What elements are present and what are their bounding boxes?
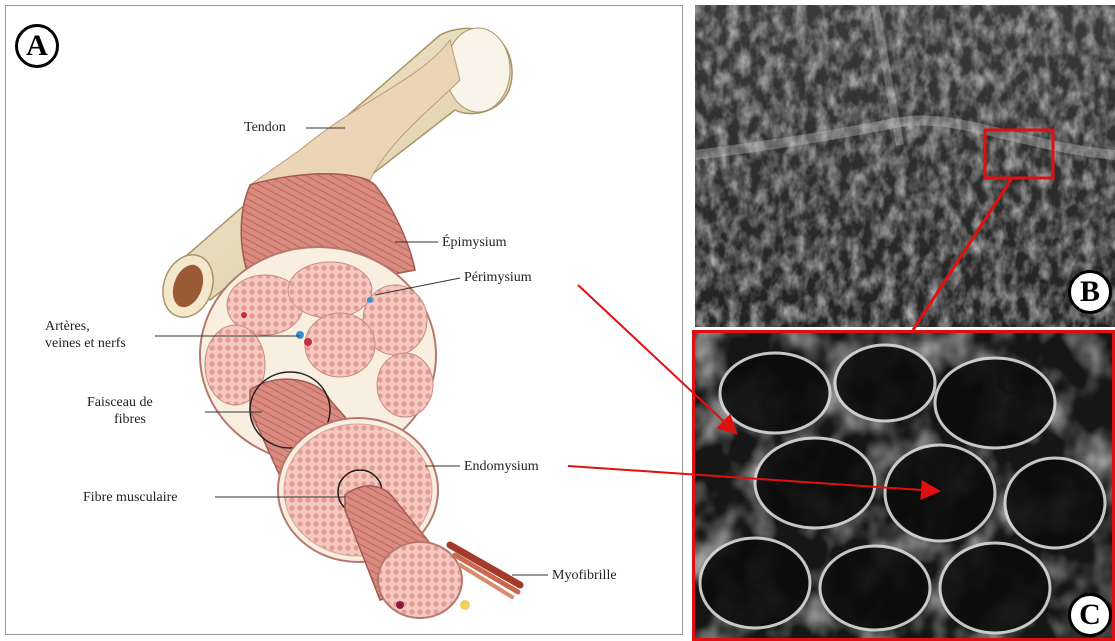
label-faisceau-line2: fibres [87, 411, 153, 428]
panel-a-badge: A [15, 24, 59, 68]
panel-b-badge: B [1068, 270, 1112, 314]
label-endomysium: Endomysium [464, 458, 539, 475]
label-arteres-line1: Artères, [45, 318, 126, 335]
label-epimysium: Épimysium [442, 234, 507, 251]
label-myofibrille: Myofibrille [552, 567, 617, 584]
label-arteres-line2: veines et nerfs [45, 335, 126, 352]
label-faisceau-line1: Faisceau de [87, 394, 153, 411]
endomysium-arrow [568, 466, 937, 491]
label-tendon: Tendon [244, 119, 286, 136]
zoom-connector [913, 178, 1012, 330]
panel-c-badge: C [1068, 593, 1112, 637]
perimysium-arrow [578, 285, 735, 432]
label-perimysium: Périmysium [464, 269, 532, 286]
label-arteres: Artères, veines et nerfs [45, 318, 126, 352]
zoom-box [985, 130, 1053, 178]
label-fibre-musculaire: Fibre musculaire [83, 489, 177, 506]
label-faisceau: Faisceau de fibres [87, 394, 153, 428]
